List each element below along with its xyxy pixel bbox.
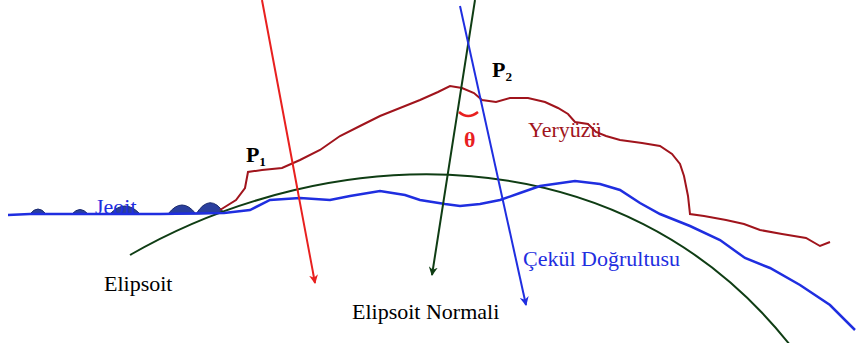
- normal-label: Elipsoit Normali: [352, 300, 499, 324]
- geoid-label: Jeoit: [95, 195, 137, 219]
- plumb-label: Çekül Doğrultusu: [523, 247, 680, 271]
- angle-arc: [459, 112, 478, 116]
- plumb-line: [460, 6, 526, 305]
- angle-label: θ: [464, 128, 475, 152]
- surface-label: Yeryüzü: [528, 118, 602, 142]
- point-label: P₂: [492, 58, 512, 82]
- ellipsoid-label: Elipsoit: [104, 272, 172, 296]
- earth-surface: [220, 86, 830, 246]
- direction-line: [262, 0, 315, 283]
- ellipsoid-curve: [130, 174, 790, 343]
- point-label: P₁: [246, 143, 266, 167]
- geoid-curve: [8, 181, 855, 330]
